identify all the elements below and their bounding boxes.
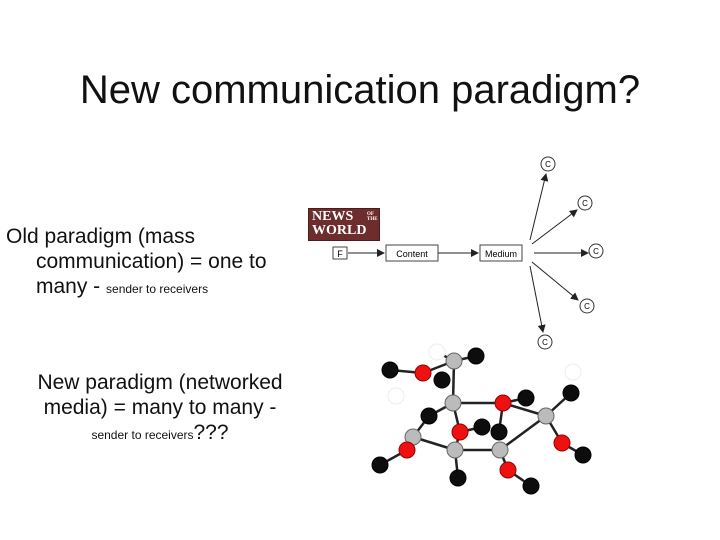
receiver-5: C	[537, 334, 553, 350]
news-of-the-world-logo: NEWS OF THE WORLD	[308, 208, 380, 241]
receiver-1-label: C	[545, 160, 551, 169]
network-node	[446, 441, 464, 459]
network-node	[433, 371, 451, 389]
network-node	[381, 361, 399, 379]
content-label: Content	[396, 249, 428, 259]
network-graph	[371, 343, 592, 495]
new-paradigm-question-marks: ???	[193, 421, 229, 444]
network-node	[490, 423, 508, 441]
network-node	[562, 384, 580, 402]
medium-label: Medium	[485, 249, 517, 259]
old-paradigm-line-2: communication) = one to	[36, 250, 267, 273]
new-paradigm-sender-receivers: sender to receivers	[91, 428, 194, 442]
logo-of-the: OF THE	[367, 212, 378, 222]
arrow-to-receiver-2	[531, 209, 578, 245]
network-node	[371, 456, 389, 474]
network-node	[414, 364, 432, 382]
network-node	[537, 407, 555, 425]
new-paradigm-text: New paradigm (networked media) = many to…	[20, 370, 300, 448]
network-node	[522, 477, 540, 495]
old-paradigm-many: many -	[36, 275, 107, 298]
arrow-to-receiver-5	[529, 265, 546, 333]
network-node	[445, 352, 463, 370]
receiver-4: C	[579, 298, 595, 314]
logo-word-news: NEWS	[312, 209, 354, 224]
network-node	[398, 441, 416, 459]
receiver-5-label: C	[542, 338, 548, 347]
network-node	[574, 446, 592, 464]
slide-title: New communication paradigm?	[79, 68, 641, 112]
network-node	[564, 363, 582, 381]
network-node	[494, 394, 512, 412]
network-node	[467, 347, 485, 365]
network-node	[449, 469, 467, 487]
sender-label: F	[337, 249, 343, 259]
network-nodes	[371, 343, 592, 495]
old-paradigm-sender-receivers: sender to receivers	[106, 282, 209, 296]
arrow-to-receiver-4	[531, 261, 579, 301]
old-paradigm-text: Old paradigm (mass communication) = one …	[6, 224, 296, 302]
receiver-2: C	[577, 195, 593, 211]
old-paradigm-line-1: Old paradigm (mass	[6, 225, 196, 248]
arrow-to-receiver-1	[529, 173, 549, 241]
receiver-2-label: C	[582, 199, 588, 208]
new-paradigm-line-2: media) = many to many -	[43, 396, 277, 419]
network-node	[499, 461, 517, 479]
receiver-4-label: C	[584, 302, 590, 311]
network-node	[387, 387, 405, 405]
network-node	[473, 418, 491, 436]
network-node	[444, 394, 462, 412]
network-node	[517, 389, 535, 407]
receiver-1: C	[540, 156, 556, 172]
receiver-3-label: C	[593, 247, 599, 256]
network-node	[491, 441, 509, 459]
new-paradigm-line-3: sender to receivers???	[20, 420, 300, 448]
sender-box	[332, 246, 348, 260]
network-node	[428, 343, 446, 361]
old-paradigm-line-3: many - sender to receivers	[6, 274, 296, 302]
medium-box	[479, 244, 523, 262]
network-node	[553, 434, 571, 452]
broadcast-diagram: F Content Medium C C C C C	[332, 156, 604, 350]
new-paradigm-line-1: New paradigm (networked	[37, 371, 283, 394]
network-node	[420, 407, 438, 425]
network-node	[451, 423, 469, 441]
receiver-3: C	[588, 243, 604, 259]
logo-word-world: WORLD	[312, 223, 367, 238]
